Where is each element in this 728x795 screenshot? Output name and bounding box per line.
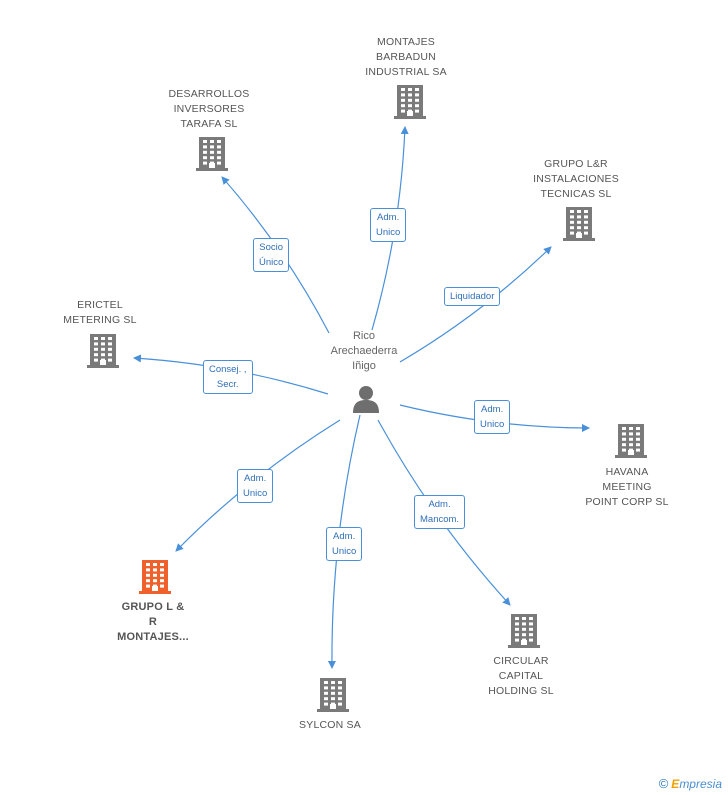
company-name-line: SYLCON SA	[299, 719, 361, 731]
company-name-line: POINT CORP SL	[585, 496, 669, 508]
company-name[interactable]: DESARROLLOS INVERSORES TARAFA SL	[129, 87, 289, 132]
company-name[interactable]: GRUPO L & R MONTAJES...	[73, 600, 233, 645]
company-name-line: INSTALACIONES	[533, 173, 619, 185]
role-label-line: Adm.	[481, 404, 504, 415]
brand-initial: E	[671, 777, 680, 791]
company-name-line: ERICTEL	[77, 299, 123, 311]
role-label-line: Unico	[480, 419, 505, 430]
company-name-line: TECNICAS SL	[540, 188, 612, 200]
person-name-line: Arechaederra	[330, 345, 398, 357]
person-icon	[353, 386, 379, 413]
company-name-line: INDUSTRIAL SA	[365, 66, 447, 78]
role-label-grupolr[interactable]: Liquidador	[444, 287, 501, 306]
edge-grupolr	[399, 246, 552, 363]
company-name-line: R	[148, 616, 158, 628]
building-icon[interactable]	[139, 560, 171, 599]
copyright-symbol: ©	[658, 776, 669, 791]
building-icon[interactable]	[394, 85, 426, 124]
role-label-sylcon[interactable]: Adm. Unico	[326, 527, 363, 561]
company-name[interactable]: CIRCULAR CAPITAL HOLDING SL	[441, 654, 601, 699]
person-name: Rico Arechaederra Iñigo	[294, 329, 434, 374]
company-name-line: HOLDING SL	[488, 685, 554, 697]
building-icon[interactable]	[87, 334, 119, 373]
role-label-line: Unico	[376, 227, 401, 238]
company-name[interactable]: MONTAJES BARBADUN INDUSTRIAL SA	[326, 35, 486, 80]
company-name[interactable]: SYLCON SA	[250, 718, 410, 733]
company-name-line: DESARROLLOS	[168, 88, 250, 100]
role-label-line: Adm.	[377, 212, 400, 223]
role-label-line: Unico	[243, 488, 268, 499]
brand-footer[interactable]: ©Empresia	[659, 776, 722, 791]
role-label-line: Secr.	[216, 379, 239, 390]
building-icon[interactable]	[317, 678, 349, 717]
company-name-line: CAPITAL	[498, 670, 544, 682]
role-label-montajes[interactable]: Adm. Unico	[370, 208, 407, 242]
company-name-line: HAVANA	[605, 466, 649, 478]
role-label-line: Liquidador	[450, 291, 495, 302]
role-label-line: Adm.	[244, 473, 267, 484]
role-label-line: Único	[259, 257, 284, 268]
building-icon[interactable]	[508, 614, 540, 653]
company-name[interactable]: HAVANA MEETING POINT CORP SL	[547, 465, 707, 510]
company-name-line: METERING SL	[63, 314, 137, 326]
role-label-line: Adm.	[333, 531, 356, 542]
company-name-line: TARAFA SL	[180, 118, 238, 130]
company-name-line: MEETING	[602, 481, 652, 493]
company-name-line: GRUPO L&R	[544, 158, 608, 170]
company-name[interactable]: GRUPO L&R INSTALACIONES TECNICAS SL	[496, 157, 656, 202]
person-name-line: Rico	[352, 330, 375, 342]
company-name-line: MONTAJES...	[117, 631, 189, 643]
company-name-line: BARBADUN	[376, 51, 436, 63]
building-icon[interactable]	[563, 207, 595, 246]
role-label-line: Adm.	[428, 499, 451, 510]
role-label-line: Consej. ,	[209, 364, 247, 375]
role-label-line: Mancom.	[420, 514, 460, 525]
role-label-havana[interactable]: Adm. Unico	[474, 400, 511, 434]
company-name[interactable]: ERICTEL METERING SL	[20, 298, 180, 328]
company-name-line: GRUPO L &	[121, 601, 185, 613]
company-name-line: CIRCULAR	[493, 655, 549, 667]
building-icon[interactable]	[196, 137, 228, 176]
role-label-circular[interactable]: Adm. Mancom.	[414, 495, 466, 529]
role-label-line: Unico	[332, 546, 357, 557]
person-name-line: Iñigo	[352, 360, 376, 372]
role-label-erictel[interactable]: Consej. , Secr.	[203, 360, 253, 394]
building-icon[interactable]	[615, 424, 647, 463]
company-name-line: INVERSORES	[173, 103, 245, 115]
role-label-grupolrmontajes[interactable]: Adm. Unico	[237, 469, 274, 503]
brand-name: mpresia	[679, 777, 722, 791]
role-label-line: Socio	[259, 242, 284, 253]
company-name-line: MONTAJES	[377, 36, 435, 48]
